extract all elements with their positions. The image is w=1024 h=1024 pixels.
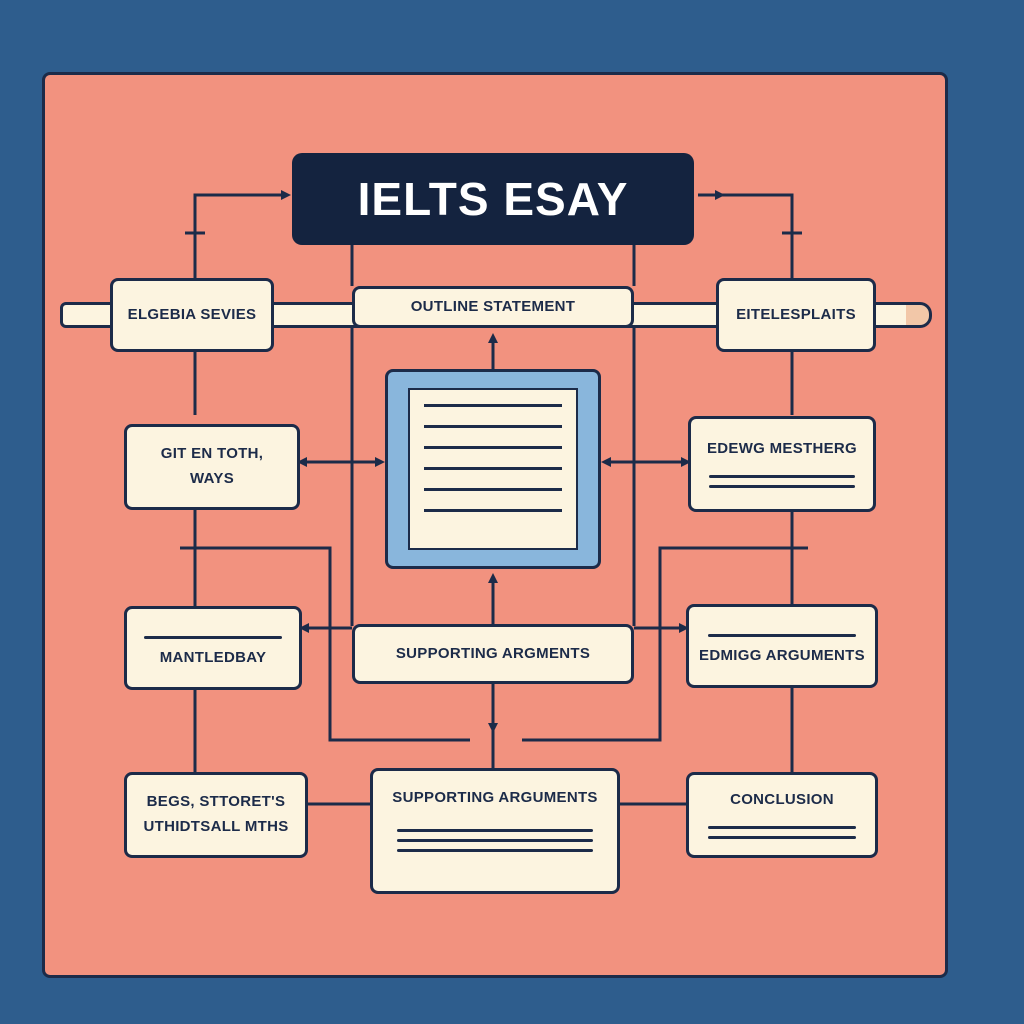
node-row3-left-lines	[144, 629, 282, 639]
pencil-icon	[906, 302, 932, 328]
node-row3-right-label: EDMIGG ARGUMENTS	[699, 646, 865, 664]
node-outline-statement: OUTLINE STATEMENT	[352, 286, 634, 328]
node-top-left-label: ELGEBIA SEVIES	[127, 305, 257, 323]
node-bottom-left-line2: UTHIDTSALL MTHS	[143, 818, 289, 835]
node-row3-left: MANTLEDBAY	[124, 606, 302, 690]
node-top-right-label: EITELESPLAITS	[736, 305, 856, 323]
node-supporting-center: SUPPORTING ARGMENTS	[352, 624, 634, 684]
diagram-title: IELTS ESAY	[292, 153, 694, 245]
node-mid-left: GIT EN TOTH, WAYS	[124, 424, 300, 510]
node-top-right: EITELESPLAITS	[716, 278, 876, 352]
document-icon	[385, 369, 601, 569]
node-mid-right-label: EDEWG MESTHERG	[706, 439, 858, 457]
node-bottom-left-line1: BEGS, STTORET'S	[146, 793, 286, 811]
node-row3-left-label: MANTLEDBAY	[159, 648, 267, 666]
node-conclusion-label: CONCLUSION	[730, 790, 834, 808]
node-bottom-left: BEGS, STTORET'S UTHIDTSALL MTHS	[124, 772, 308, 858]
node-row3-right-lines	[707, 627, 857, 637]
node-top-left: ELGEBIA SEVIES	[110, 278, 274, 352]
node-mid-left-line1: GIT EN TOTH,	[160, 445, 264, 463]
node-outline-label: OUTLINE STATEMENT	[410, 297, 576, 315]
node-conclusion: CONCLUSION	[686, 772, 878, 858]
node-mid-right: EDEWG MESTHERG	[688, 416, 876, 512]
node-bottom-center-label: SUPPORTING ARGUMENTS	[392, 789, 598, 806]
node-row3-right: EDMIGG ARGUMENTS	[686, 604, 878, 688]
node-mid-left-line2: WAYS	[190, 470, 234, 487]
node-mid-right-lines	[709, 468, 855, 489]
node-supporting-center-label: SUPPORTING ARGMENTS	[395, 644, 591, 662]
node-bottom-center: SUPPORTING ARGUMENTS	[370, 768, 620, 894]
node-conclusion-lines	[707, 819, 857, 840]
node-bottom-center-lines	[397, 822, 593, 852]
document-page	[408, 388, 578, 550]
